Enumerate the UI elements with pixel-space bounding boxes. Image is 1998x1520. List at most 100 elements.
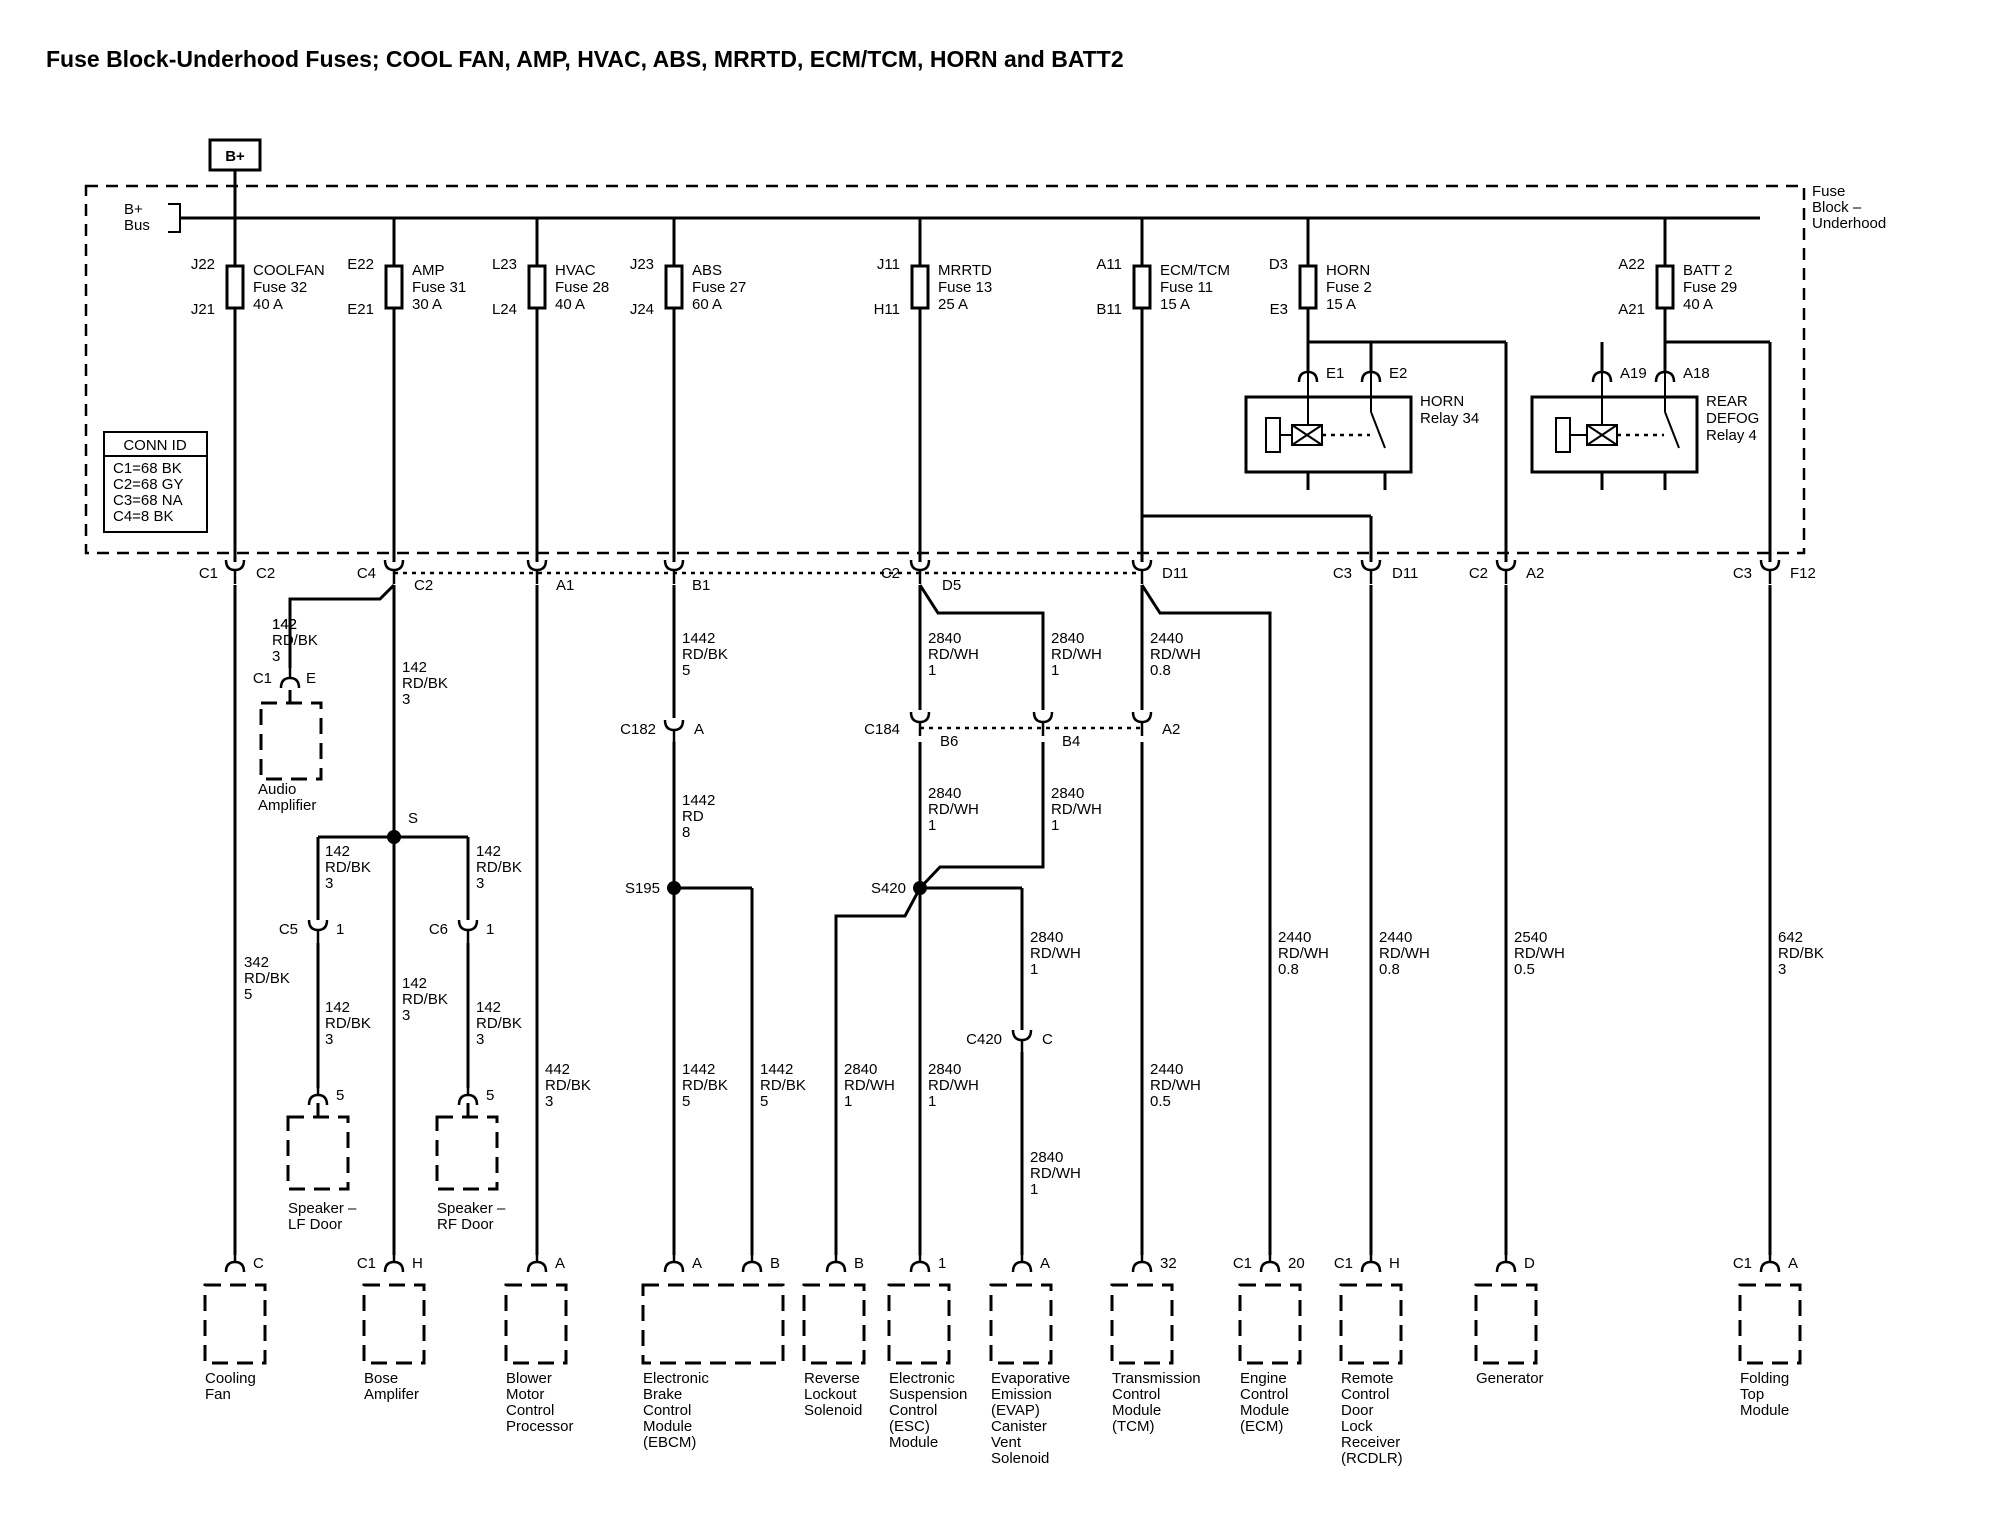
wire-label-line: RD/BK (545, 1077, 591, 1094)
wire-label-line: 142 (272, 616, 297, 633)
wire-label-line: 5 (682, 1093, 690, 1110)
diagram-label: A (694, 721, 704, 738)
fuse-label-line: 30 A (412, 296, 442, 313)
component-connector: C1 (1233, 1255, 1252, 1272)
connector-symbol (1654, 358, 1676, 383)
component-pin: B (770, 1255, 780, 1272)
wire-label-line: 2540 (1514, 929, 1547, 946)
wire-label-line: RD/BK (325, 859, 371, 876)
fuse-label-line: COOLFAN (253, 262, 325, 279)
wire-label-line: 2840 (928, 785, 961, 802)
connector-symbol (1360, 1248, 1382, 1273)
fuse-label-line: 40 A (1683, 296, 1713, 313)
rear-defog-relay-label-line: Relay 4 (1706, 427, 1757, 444)
wire-label-line: RD/WH (1051, 801, 1102, 818)
component-label-line: (EBCM) (643, 1434, 696, 1451)
component-label-line: Amplifer (364, 1386, 419, 1403)
splice-s (387, 830, 401, 844)
diagram-label: 1 (486, 921, 494, 938)
connector-symbol (825, 1248, 847, 1273)
component-label-line: (RCDLR) (1341, 1450, 1403, 1467)
fuse-label-line: 40 A (253, 296, 283, 313)
wire-label-line: 142 (476, 843, 501, 860)
fuse-bottom-pin: J24 (630, 301, 654, 318)
component-label-line: Solenoid (991, 1450, 1049, 1467)
wire-label-line: RD (682, 808, 704, 825)
diagram-label: C3 (1733, 565, 1752, 582)
wire-label-line: 2840 (1030, 1149, 1063, 1166)
wire-label-line: 1 (928, 817, 936, 834)
diagram-label: C2 (881, 565, 900, 582)
wire-label-line: 3 (325, 875, 333, 892)
component-label-line: (TCM) (1112, 1418, 1154, 1435)
component-label-line: Engine (1240, 1370, 1287, 1387)
wire-label-line: 642 (1778, 929, 1803, 946)
fuse-top-pin: L23 (492, 256, 517, 273)
wire-label-line: 2440 (1150, 630, 1183, 647)
wire-label-line: 2840 (1051, 630, 1084, 647)
diagram-label: C420 (966, 1031, 1002, 1048)
wire-label-line: 1442 (682, 630, 715, 647)
diagram-label: 142 (272, 616, 297, 633)
component-label-line: (ESC) (889, 1418, 930, 1435)
component-label-line: Control (506, 1402, 554, 1419)
fuse-top-pin: J11 (877, 256, 900, 273)
diagram-label: D11 (1392, 565, 1418, 582)
conn-id-box (103, 431, 208, 533)
connector-symbol (663, 719, 685, 744)
connector-symbol (279, 664, 301, 689)
diagram-lines (84, 138, 1806, 1365)
wire-label-line: RD/BK (402, 991, 448, 1008)
bus-label-line: B+ (124, 201, 143, 218)
diagram-label: B6 (940, 733, 958, 750)
diagram-label: B1 (692, 577, 710, 594)
wire-label-line: RD/BK (272, 632, 318, 649)
wire-label-line: 3 (325, 1031, 333, 1048)
wire-label-line: RD/WH (928, 646, 979, 663)
diagram-label: 5 (486, 1087, 494, 1104)
fuse-label-line: HVAC (555, 262, 596, 279)
wire-label-line: 2840 (928, 630, 961, 647)
rear-defog-relay (1530, 395, 1699, 474)
wire-label-line: RD/BK (325, 1015, 371, 1032)
component-label-line: Electronic (643, 1370, 709, 1387)
relay-pin: E2 (1389, 365, 1407, 382)
wire-label-line: RD/WH (844, 1077, 895, 1094)
conn-id-title: CONN ID (123, 437, 187, 454)
fuse-label-line: 15 A (1326, 296, 1356, 313)
wire-label-line: 0.8 (1150, 662, 1171, 679)
wire-label-line: RD/WH (1030, 1165, 1081, 1182)
connector-symbol (1360, 358, 1382, 383)
wire-label-line: 142 (476, 999, 501, 1016)
splice-s420 (913, 881, 927, 895)
component-connector: C1 (1733, 1255, 1752, 1272)
wire-label-line: RD/BK (476, 1015, 522, 1032)
component-label-line: Generator (1476, 1370, 1544, 1387)
fuse-label-line: 60 A (692, 296, 722, 313)
component-pin: H (1389, 1255, 1400, 1272)
component-label-line: Blower (506, 1370, 552, 1387)
diagram-label: A2 (1162, 721, 1180, 738)
connector-symbol (909, 1248, 931, 1273)
conn-id-row-line: C4=8 BK (113, 508, 173, 525)
component-label-line: Lock (1341, 1418, 1373, 1435)
connector-symbol (457, 919, 479, 944)
wire-label-line: 5 (244, 986, 252, 1003)
connector-symbol (1032, 711, 1054, 736)
fuse-label-line: Fuse 32 (253, 279, 307, 296)
component-label-line: Evaporative (991, 1370, 1070, 1387)
speaker-rf-label-line: RF Door (437, 1216, 494, 1233)
fuse-label-line: Fuse 13 (938, 279, 992, 296)
fuse-label-line: 40 A (555, 296, 585, 313)
connector-symbol (307, 1081, 329, 1106)
wire-label-line: 142 (325, 843, 350, 860)
rear-defog-relay-label-line: REAR (1706, 393, 1748, 410)
wire-label-line: 2440 (1278, 929, 1311, 946)
connector-symbol (526, 1248, 548, 1273)
component-label-line: Remote (1341, 1370, 1394, 1387)
relay-pin: A19 (1620, 365, 1647, 382)
conn-id-row-line: C1=68 BK (113, 460, 182, 477)
wire-label-line: RD/BK (402, 675, 448, 692)
connector-symbol (383, 559, 405, 584)
component-label-line: (EVAP) (991, 1402, 1040, 1419)
